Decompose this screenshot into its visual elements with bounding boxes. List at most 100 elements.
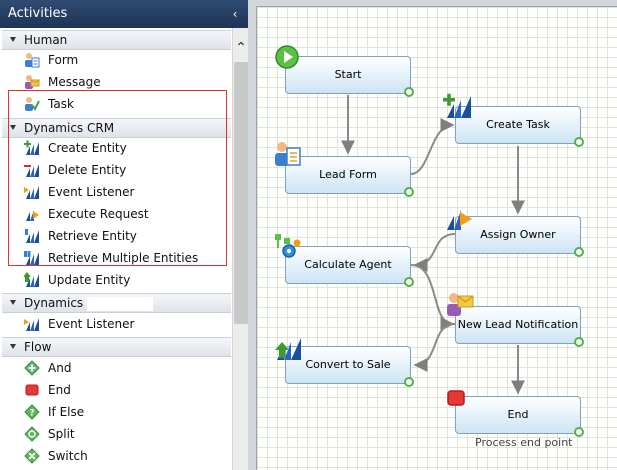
form-icon: [25, 53, 40, 68]
node-label: Calculate Agent: [304, 258, 392, 271]
activity-item-task[interactable]: Task: [24, 93, 224, 115]
retrieve-multiple-entities-icon: [24, 251, 39, 265]
node-label: Create Task: [486, 118, 550, 131]
activity-item-label: Delete Entity: [48, 163, 127, 177]
activity-tree: Human Form Message Task Dynamics C: [0, 28, 232, 470]
node-connection-port[interactable]: [574, 427, 584, 437]
redacted-label-mask: [87, 296, 154, 311]
node-lead-form[interactable]: Lead Form: [285, 156, 414, 197]
activity-item-message[interactable]: Message: [24, 71, 224, 93]
node-connection-port[interactable]: [574, 137, 584, 147]
activities-title: Activities: [8, 6, 68, 21]
message-icon: [447, 293, 474, 316]
node-connection-port[interactable]: [404, 277, 414, 287]
end-icon: [25, 384, 39, 396]
node-connection-port[interactable]: [404, 187, 414, 197]
calculate-gears-icon: [275, 234, 301, 258]
message-icon: [25, 75, 40, 89]
and-icon: [24, 360, 40, 376]
collapse-triangle-icon: [10, 125, 16, 130]
node-end[interactable]: End: [455, 396, 584, 437]
activity-item-label: Event Listener: [48, 317, 135, 331]
group-label: Human: [24, 33, 68, 47]
activity-item-label: And: [48, 361, 72, 375]
event-listener-icon: [24, 318, 39, 331]
activity-item-label: Create Entity: [48, 141, 127, 155]
if-else-icon: ?: [24, 404, 40, 420]
activity-item-label: Switch: [48, 449, 88, 463]
group-label: Dynamics CRM: [24, 121, 115, 135]
node-label: Start: [334, 68, 362, 81]
activity-item-label: If Else: [48, 405, 85, 419]
node-start[interactable]: Start: [285, 56, 414, 97]
task-icon: [25, 97, 40, 111]
node-create-task[interactable]: Create Task: [455, 106, 584, 147]
activity-item-label: Split: [48, 427, 75, 441]
activity-item-event-listener[interactable]: Event Listener: [24, 181, 224, 203]
scroll-up-icon[interactable]: ⌃: [235, 40, 247, 56]
form-icon: [275, 142, 301, 166]
update-entity-icon: [275, 338, 301, 360]
end-node-caption: Process end point: [475, 436, 573, 449]
activity-item-label: Retrieve Multiple Entities: [48, 251, 199, 265]
collapse-triangle-icon: [10, 344, 16, 349]
node-assign-owner[interactable]: Assign Owner: [455, 216, 584, 257]
activities-header: Activities ‹: [0, 0, 248, 28]
activity-item-retrieve-multiple-entities[interactable]: Retrieve Multiple Entities: [24, 247, 224, 269]
node-convert-to-sale[interactable]: Convert to Sale: [285, 346, 414, 387]
activity-item-delete-entity[interactable]: Delete Entity: [24, 159, 224, 181]
retrieve-entity-icon: [25, 229, 39, 243]
activity-item-label: Message: [48, 75, 101, 89]
switch-icon: [24, 448, 40, 464]
node-connection-port[interactable]: [404, 87, 414, 97]
split-icon: [24, 426, 40, 442]
activity-item-and[interactable]: And: [24, 357, 224, 379]
activity-item-if-else[interactable]: ? If Else: [24, 401, 224, 423]
activity-item-create-entity[interactable]: Create Entity: [24, 137, 224, 159]
event-listener-icon: [24, 186, 39, 199]
end-stop-icon: [447, 390, 465, 406]
group-label: Flow: [24, 340, 52, 354]
node-label: Convert to Sale: [305, 358, 391, 371]
node-label: End: [507, 408, 529, 421]
activity-item-form[interactable]: Form: [24, 49, 224, 71]
activity-item-update-entity[interactable]: Update Entity: [24, 269, 224, 291]
activity-item-switch[interactable]: Switch: [24, 445, 224, 467]
start-play-icon: [275, 45, 299, 69]
activities-panel: Activities ‹ Human Form Message: [0, 0, 248, 470]
activity-item-label: Event Listener: [48, 185, 135, 199]
create-entity-icon: [24, 140, 39, 155]
group-dynamics[interactable]: Dynamics: [2, 293, 231, 313]
node-label: Assign Owner: [480, 228, 556, 241]
node-calculate-agent[interactable]: Calculate Agent: [285, 246, 414, 287]
update-entity-icon: [24, 272, 39, 287]
group-dynamics-crm[interactable]: Dynamics CRM: [2, 118, 231, 138]
activity-item-execute-request[interactable]: Execute Request: [24, 203, 224, 225]
activity-item-split[interactable]: Split: [24, 423, 224, 445]
activity-item-end[interactable]: End: [24, 379, 224, 401]
create-entity-icon: [443, 93, 471, 118]
activity-item-label: Execute Request: [48, 207, 149, 221]
activity-item-retrieve-entity[interactable]: Retrieve Entity: [24, 225, 224, 247]
node-label: New Lead Notification: [457, 318, 579, 331]
collapse-panel-button[interactable]: ‹: [232, 7, 238, 21]
activity-item-dynamics-event-listener[interactable]: Event Listener: [24, 313, 224, 335]
group-label: Dynamics: [24, 296, 84, 310]
activity-item-label: Retrieve Entity: [48, 229, 137, 243]
collapse-triangle-icon: [10, 37, 16, 42]
activity-item-label: Form: [48, 53, 79, 67]
execute-request-icon: [447, 210, 472, 230]
node-connection-port[interactable]: [404, 377, 414, 387]
group-flow[interactable]: Flow: [2, 337, 231, 357]
node-new-lead-notification[interactable]: New Lead Notification: [455, 306, 584, 347]
node-connection-port[interactable]: [574, 337, 584, 347]
activity-item-label: End: [48, 383, 71, 397]
node-label: Lead Form: [319, 168, 377, 181]
node-connection-port[interactable]: [574, 247, 584, 257]
collapse-triangle-icon: [10, 300, 16, 305]
activity-tree-scrollbar[interactable]: ⌃: [232, 28, 248, 470]
group-human[interactable]: Human: [2, 30, 231, 50]
scrollbar-thumb[interactable]: [234, 62, 248, 324]
execute-request-icon: [26, 210, 39, 221]
svg-text:?: ?: [29, 409, 34, 419]
